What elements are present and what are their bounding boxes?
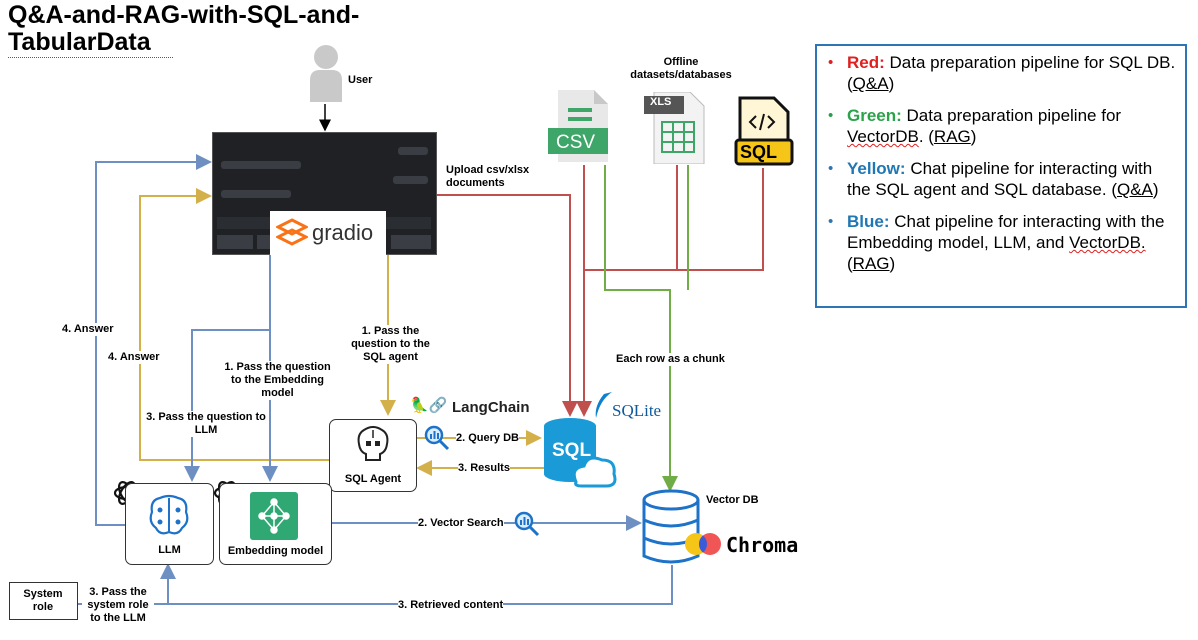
sql-db-label: SQL: [552, 440, 592, 461]
gradio-logo-icon: [276, 218, 308, 246]
legend-tag-blue: RAG: [852, 254, 890, 273]
vector-database-icon: [642, 489, 700, 564]
vector-db-label: Vector DB: [706, 494, 759, 506]
vector-search-label: 2. Vector Search: [418, 517, 504, 530]
legend-item-red: Red: Data preparation pipeline for SQL D…: [828, 52, 1177, 94]
red-upload-edge: [436, 194, 578, 417]
legend-key-blue: Blue:: [847, 212, 890, 231]
results-label: 3. Results: [458, 462, 510, 475]
chunk-label: Each row as a chunk: [616, 353, 725, 366]
xls-label: XLS: [650, 96, 672, 108]
system-role-node: System role: [9, 582, 78, 620]
upload-label: Upload csv/xlsx documents: [446, 164, 530, 189]
legend-key-green: Green:: [847, 106, 902, 125]
legend-tag-green: RAG: [933, 127, 971, 146]
magnifier-chart-icon: [424, 425, 450, 451]
chat-bubble: [393, 176, 428, 184]
chroma-logo-icon: [685, 533, 721, 555]
red-xls-edge: [584, 165, 678, 271]
sql-agent-node: SQL Agent: [329, 419, 417, 492]
answer-yellow-label: 4. Answer: [108, 351, 160, 364]
legend-text-red: Data preparation pipeline for SQL DB.: [889, 53, 1176, 72]
chat-bubble: [398, 147, 428, 155]
sql-file-label: SQL: [740, 142, 778, 162]
sql-database-icon: [544, 418, 617, 488]
legend-text-green-vectordb: VectorDB: [847, 127, 919, 146]
legend-item-yellow: Yellow: Chat pipeline for interacting wi…: [828, 158, 1177, 200]
langchain-label: LangChain: [452, 399, 530, 416]
legend-key-yellow: Yellow:: [847, 159, 906, 178]
legend-item-blue: Blue: Chat pipeline for interacting with…: [828, 211, 1177, 274]
chat-bubble: [221, 161, 301, 169]
pass-sql-agent-label: 1. Pass the question to the SQL agent: [343, 325, 438, 364]
legend-text-yellow: Chat pipeline for interacting with the S…: [847, 159, 1153, 199]
embedding-node: Embedding model: [219, 483, 332, 565]
llm-label: LLM: [158, 544, 181, 556]
gradio-label: gradio: [312, 220, 374, 245]
query-db-label: 2. Query DB: [456, 432, 519, 445]
ui-button: [217, 235, 253, 249]
green-csv-edge: [604, 165, 678, 492]
legend-text-blue-vectordb: VectorDB.: [1069, 233, 1146, 252]
xls-file-icon: [644, 92, 705, 164]
yellow-answer-edge: [139, 188, 330, 461]
llm-node: LLM: [125, 483, 214, 565]
title-squiggle-icon: [8, 54, 173, 58]
chroma-label: Chroma: [726, 533, 799, 557]
sqlite-label: SQLite: [612, 401, 662, 420]
red-sql-edge: [677, 168, 764, 271]
embedding-label: Embedding model: [227, 545, 324, 557]
gradio-badge: gradio: [270, 211, 386, 255]
system-role-edge-label: 3. Pass the system role to the LLM: [82, 586, 154, 625]
sqlite-logo-icon: [595, 392, 612, 418]
legend-text-blue: Chat pipeline for interacting with the E…: [847, 212, 1165, 252]
answer-blue-label: 4. Answer: [62, 323, 114, 336]
legend-tag-red: Q&A: [852, 74, 889, 93]
ui-button: [391, 235, 431, 249]
user-icon: [310, 45, 342, 102]
chat-bubble: [221, 190, 291, 198]
csv-file-icon: [548, 90, 608, 162]
legend-list: Red: Data preparation pipeline for SQL D…: [817, 46, 1185, 274]
magnifier-chart-icon: [514, 511, 540, 537]
legend-tag-yellow: Q&A: [1117, 180, 1153, 199]
legend-key-red: Red:: [847, 53, 885, 72]
pass-embedding-label: 1. Pass the question to the Embedding mo…: [220, 361, 335, 400]
langchain-logo-icon: 🦜🔗: [410, 397, 448, 414]
neural-network-icon: [250, 492, 298, 540]
retrieved-label: 3. Retrieved content: [398, 599, 504, 612]
blue-answer-edge: [95, 154, 212, 526]
legend-item-green: Green: Data preparation pipeline for Vec…: [828, 105, 1177, 147]
sql-agent-label: SQL Agent: [344, 473, 402, 485]
system-role-label: System role: [23, 588, 63, 613]
brain-robot-icon: [357, 426, 389, 461]
pass-llm-label: 3. Pass the question to LLM: [146, 411, 266, 437]
neural-network-icon: [149, 494, 189, 535]
legend-text-green: Data preparation pipeline for: [906, 106, 1122, 125]
legend-box: Red: Data preparation pipeline for SQL D…: [815, 44, 1187, 308]
user-label: User: [348, 74, 373, 86]
page-title: Q&A-and-RAG-with-SQL-and-TabularData: [8, 1, 360, 56]
csv-label: CSV: [556, 132, 596, 153]
blue-ui-to-llm-edge: [184, 329, 270, 482]
sql-file-icon: [734, 96, 794, 166]
offline-label: Offline datasets/databases: [630, 56, 732, 81]
